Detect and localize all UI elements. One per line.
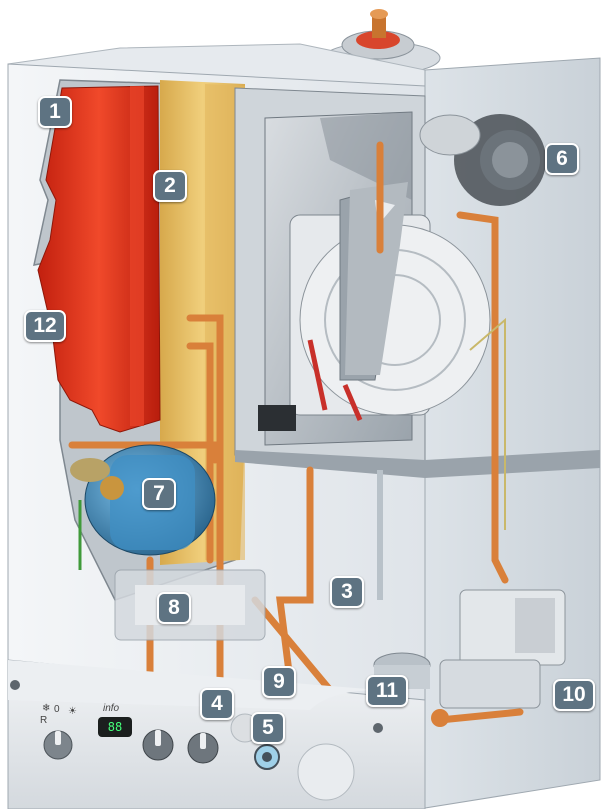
- callout-11: 11: [366, 675, 408, 707]
- callout-9: 9: [262, 666, 296, 698]
- gas-valve: [431, 589, 566, 727]
- info-label: info: [103, 703, 120, 714]
- digital-display: 88: [98, 717, 132, 737]
- panel-round-cap: [297, 743, 355, 801]
- mode-selector-knob[interactable]: [43, 730, 73, 760]
- callout-5: 5: [251, 712, 285, 744]
- mode-reset-label: R: [40, 715, 48, 726]
- ignition-module: [258, 405, 296, 431]
- callout-3: 3: [330, 576, 364, 608]
- callout-6: 6: [545, 143, 579, 175]
- mode-winter-label: ❄: [42, 703, 51, 714]
- callout-12: 12: [24, 310, 66, 342]
- mode-off-label: 0: [54, 704, 60, 715]
- burner-assembly: [289, 182, 491, 416]
- pressure-gauge: [254, 744, 280, 770]
- dhw-temperature-knob[interactable]: [187, 732, 219, 764]
- callout-2: 2: [153, 170, 187, 202]
- callout-7: 7: [142, 478, 176, 510]
- mode-summer-label: ☀: [68, 706, 77, 717]
- callout-1: 1: [38, 96, 72, 128]
- copper-pipework: [68, 141, 524, 724]
- heating-temperature-knob[interactable]: [142, 729, 174, 761]
- callout-10: 10: [553, 679, 595, 711]
- fan-unit: [419, 114, 546, 206]
- callout-8: 8: [157, 592, 191, 624]
- expansion-vessel: [37, 85, 161, 433]
- callout-4: 4: [200, 688, 234, 720]
